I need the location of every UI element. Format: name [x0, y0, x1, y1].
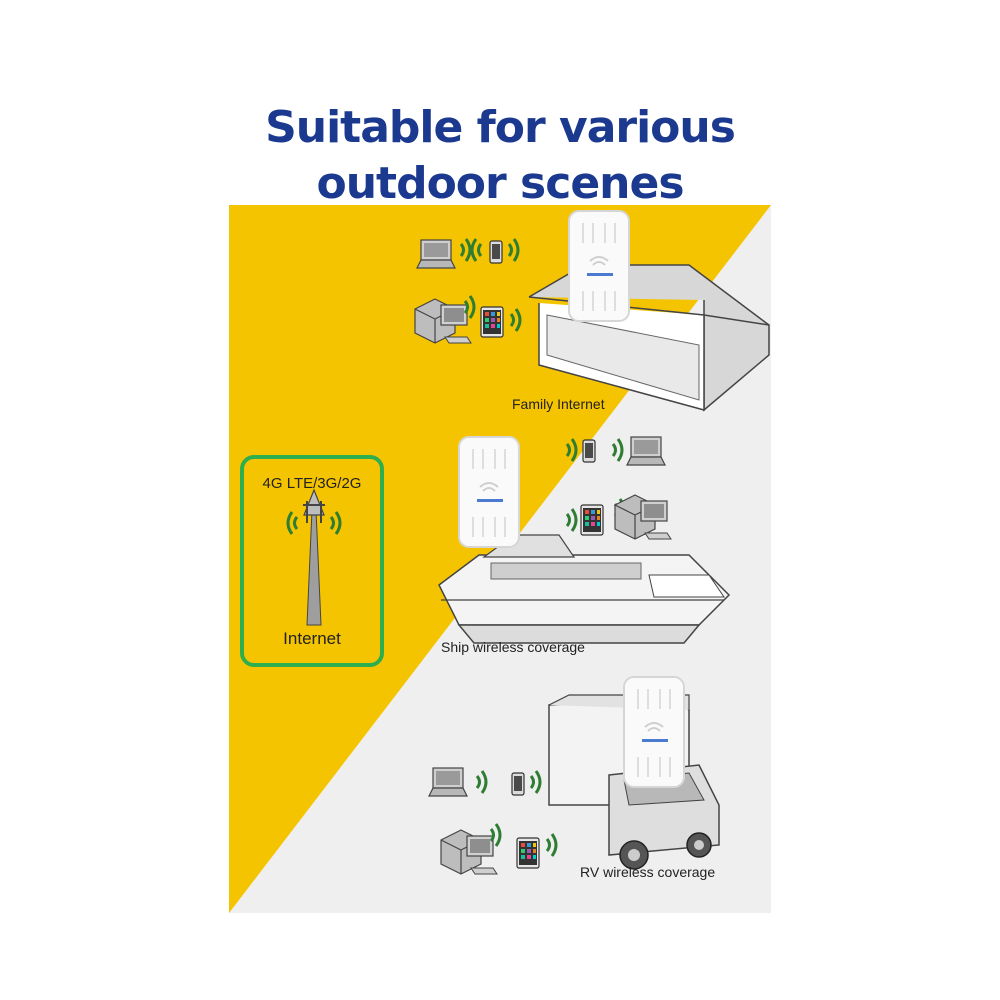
headline-line-1: Suitable for various [265, 102, 736, 153]
network-label: 4G LTE/3G/2G [262, 475, 362, 492]
router-icon [623, 676, 685, 788]
tablet-icon [580, 504, 604, 536]
phone-icon [489, 240, 503, 264]
router-icon [568, 210, 630, 322]
headline: Suitable for various outdoor scenes [0, 100, 1000, 212]
cell-tower-icon [303, 488, 325, 626]
router-icon [458, 436, 520, 548]
laptop-icon [416, 239, 456, 269]
tablet-icon [516, 837, 540, 869]
scene-label-ship: Ship wireless coverage [441, 639, 585, 655]
laptop-icon [428, 767, 468, 797]
cell-tower-frame: 4G LTE/3G/2G Internet [240, 455, 384, 667]
scene-illustration [229, 205, 771, 913]
phone-icon [582, 439, 596, 463]
internet-label: Internet [283, 629, 341, 648]
phone-icon [511, 772, 525, 796]
laptop-icon [626, 436, 666, 466]
scene-label-family: Family Internet [512, 396, 605, 412]
scene-label-rv: RV wireless coverage [580, 864, 716, 880]
headline-line-2: outdoor scenes [316, 158, 684, 209]
tablet-icon [480, 306, 504, 338]
yacht-icon [438, 534, 731, 644]
